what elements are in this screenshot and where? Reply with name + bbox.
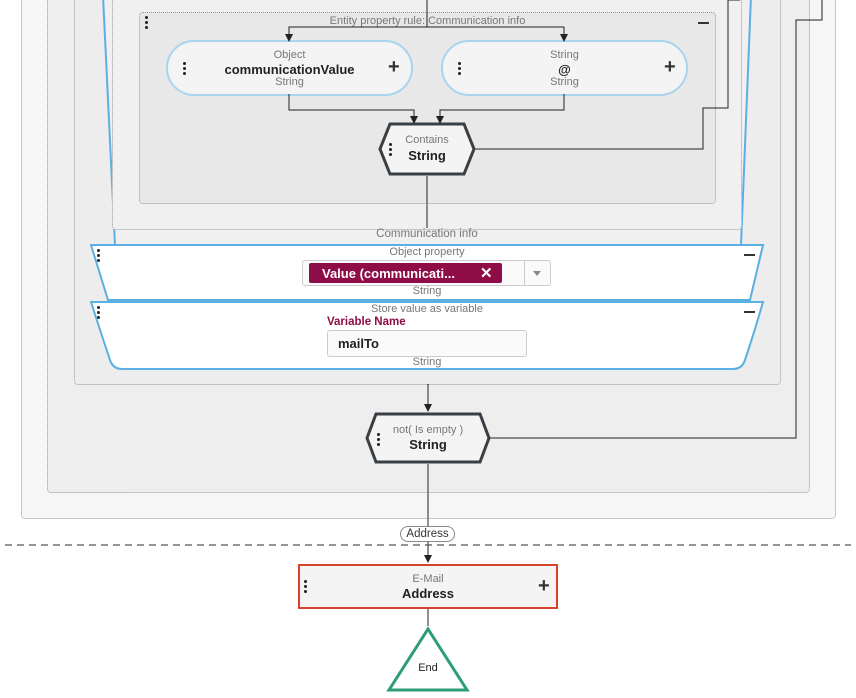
edge-label-address: Address: [400, 526, 455, 542]
contains-node-menu-icon[interactable]: [389, 143, 393, 158]
object-property-menu-icon[interactable]: [97, 249, 101, 264]
object-property-label: Object property: [389, 246, 465, 258]
store-variable-datatype: String: [412, 356, 442, 368]
entity-rule-collapse-icon[interactable]: [698, 22, 709, 24]
object-node-name: communicationValue: [224, 62, 355, 77]
tag-remove-icon[interactable]: ✕: [480, 265, 493, 282]
store-variable-label: Store value as variable: [371, 303, 483, 315]
contains-node-datatype: String: [408, 148, 446, 163]
object-node-type: Object: [273, 49, 306, 61]
email-node-name: Address: [401, 586, 455, 601]
variable-name-input[interactable]: mailTo: [327, 330, 527, 357]
email-node[interactable]: E-Mail Address +: [298, 564, 558, 609]
contains-node[interactable]: Contains String: [380, 124, 474, 174]
variable-name-label: Variable Name: [327, 316, 406, 328]
chevron-down-icon[interactable]: [533, 271, 541, 276]
string-node-menu-icon[interactable]: [458, 62, 462, 77]
object-property-panel: Object property Value (communicati... ✕ …: [91, 245, 763, 300]
object-property-tag[interactable]: Value (communicati... ✕: [309, 263, 502, 283]
string-node-datatype: String: [550, 76, 579, 88]
variable-name-value: mailTo: [338, 336, 379, 351]
communication-info-title: Communication info: [376, 228, 478, 240]
store-variable-panel: Store value as variable Variable Name ma…: [91, 302, 763, 369]
not-empty-node-type: not( Is empty ): [392, 424, 464, 436]
object-property-tag-label: Value (communicati...: [322, 266, 455, 281]
email-node-menu-icon[interactable]: [304, 580, 308, 595]
object-node-add-icon[interactable]: +: [388, 56, 400, 78]
object-property-collapse-icon[interactable]: [744, 254, 755, 256]
object-node-datatype: String: [275, 76, 304, 88]
not-empty-node[interactable]: not( Is empty ) String: [367, 414, 489, 462]
end-node-label[interactable]: End: [418, 662, 438, 674]
string-node-add-icon[interactable]: +: [664, 56, 676, 78]
object-property-select[interactable]: Value (communicati... ✕: [302, 260, 551, 286]
entity-rule-menu-icon[interactable]: [145, 16, 149, 31]
not-empty-node-menu-icon[interactable]: [377, 433, 381, 448]
store-variable-collapse-icon[interactable]: [744, 311, 755, 313]
object-property-datatype: String: [412, 285, 442, 297]
string-node-name: @: [558, 62, 571, 77]
not-empty-node-datatype: String: [409, 437, 447, 452]
contains-node-type: Contains: [405, 134, 449, 146]
store-variable-menu-icon[interactable]: [97, 306, 101, 321]
string-node-type: String: [550, 49, 579, 61]
object-node-menu-icon[interactable]: [183, 62, 187, 77]
email-node-type: E-Mail: [412, 573, 444, 585]
select-divider: [524, 261, 525, 285]
email-node-add-icon[interactable]: +: [538, 575, 550, 597]
string-node[interactable]: String @ String +: [441, 40, 688, 96]
